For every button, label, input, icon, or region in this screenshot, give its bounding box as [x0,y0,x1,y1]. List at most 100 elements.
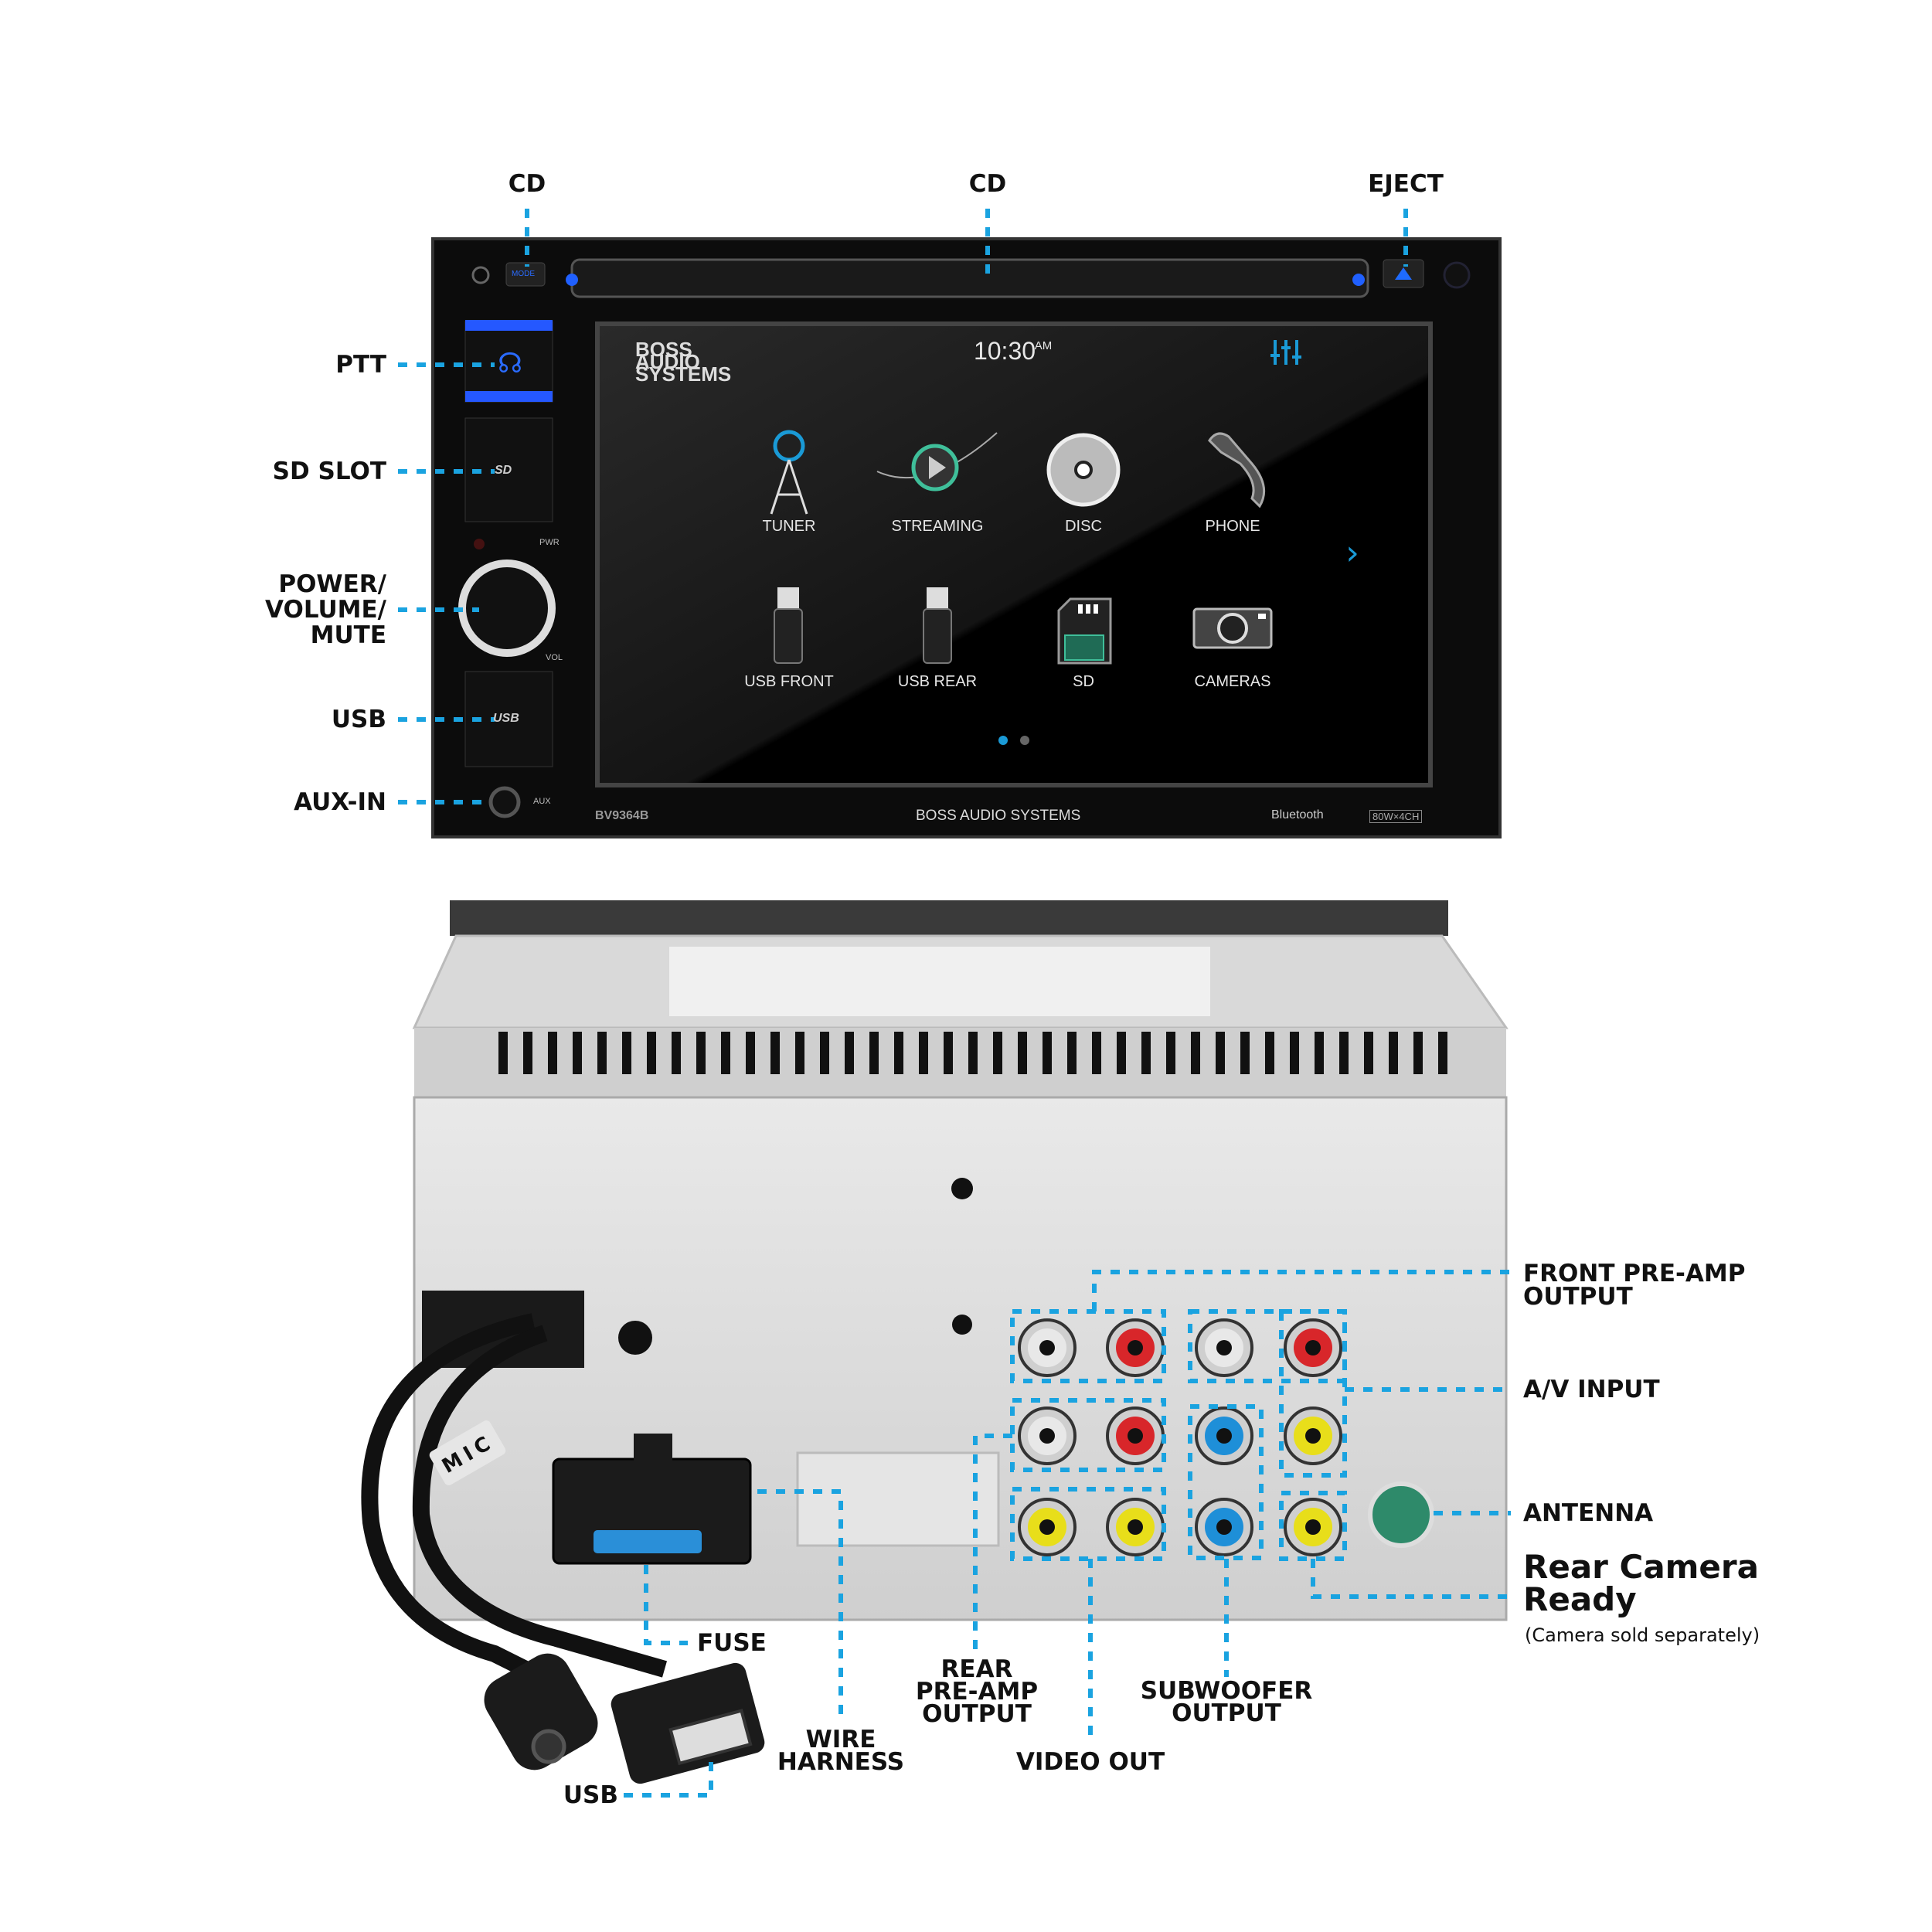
vent-slot [1315,1032,1324,1074]
cooling-vents [498,1032,1447,1074]
power-led [474,539,485,549]
voice-icon: ☊ [498,348,522,379]
play-stream-icon [876,432,998,492]
vent-slot [1389,1032,1398,1074]
vent-slot [993,1032,1002,1074]
page-dot-active[interactable] [998,736,1008,745]
callout-wire-harness: WIRE HARNESS [777,1726,905,1776]
vent-slot [894,1032,903,1074]
vent-slot [1092,1032,1101,1074]
vent-slot [573,1032,582,1074]
vent-slot [498,1032,508,1074]
touchscreen[interactable] [595,321,1433,787]
sd-card-icon [1057,597,1112,665]
callout-aux-in: AUX-IN [294,788,386,816]
rca-jack[interactable] [1039,1428,1055,1444]
vent-slot [622,1032,631,1074]
callout-subwoofer: SUBWOOFER OUTPUT [1140,1677,1313,1727]
model-number: BV9364B [595,809,649,822]
phone-icon [1208,432,1266,509]
vent-slot [1265,1032,1274,1074]
fuse [594,1530,702,1553]
rca-jack[interactable] [1216,1519,1232,1535]
callout-usb-front: USB [331,706,386,733]
callout-antenna: ANTENNA [1523,1499,1654,1527]
rca-jack[interactable] [1128,1519,1143,1535]
antenna-jack[interactable] [1368,1481,1434,1548]
app-phone[interactable]: PHONE [1205,518,1260,535]
rca-jack[interactable] [1305,1428,1321,1444]
vent-slot [795,1032,804,1074]
usb-female-plug[interactable] [609,1661,767,1786]
vent-slot [597,1032,607,1074]
usb-drive-icon [923,587,952,664]
rca-jack[interactable] [1128,1340,1143,1355]
mode-button[interactable] [505,262,546,287]
callout-av-input: A/V INPUT [1523,1376,1660,1403]
callout-ptt: PTT [335,351,386,379]
app-usb-rear[interactable]: USB REAR [897,673,978,690]
callout-cd-mode: CD [508,170,546,198]
rear-chassis: MIC [361,900,1509,1786]
antenna-tower-icon [770,430,808,515]
rca-jack[interactable] [1305,1340,1321,1355]
vent-slot [1339,1032,1349,1074]
rca-jacks [1018,1318,1342,1556]
callout-front-preamp: FRONT PRE-AMP OUTPUT [1523,1260,1746,1311]
callout-rear-camera: Rear Camera Ready [1523,1548,1759,1618]
callout-fuse: FUSE [697,1629,767,1657]
vent-slot [919,1032,928,1074]
rca-jack[interactable] [1039,1340,1055,1355]
app-cameras[interactable]: CAMERAS [1194,673,1271,690]
vent-slot [1191,1032,1200,1074]
app-disc[interactable]: DISC [1065,518,1102,535]
vent-slot [746,1032,755,1074]
callout-sd-slot: SD SLOT [272,457,386,485]
pwr-label: PWR [539,538,560,547]
vol-label: VOL [546,653,563,662]
callout-rear-camera-note: (Camera sold separately) [1525,1624,1760,1646]
vent-slot [647,1032,656,1074]
app-tuner[interactable]: TUNER [762,518,816,535]
aux-label: AUX [533,797,551,806]
cd-slot[interactable] [570,258,1369,298]
app-sd[interactable]: SD [1073,673,1094,690]
callout-cd-slot: CD [968,170,1007,198]
leader-lines [398,209,1511,1798]
faceplate-brand: BOSS AUDIO SYSTEMS [916,808,1081,824]
rca-jack[interactable] [1216,1428,1232,1444]
cd-led-right [1352,274,1365,286]
bluetooth-label: Bluetooth [1271,808,1324,821]
vent-slot [770,1032,780,1074]
mic-tag [429,1420,506,1485]
reset-hole [471,266,490,284]
clock-time: 10:30 [973,337,1036,365]
aux-jack[interactable] [488,786,521,818]
vent-slot [845,1032,854,1074]
next-page-chevron-icon[interactable]: › [1345,533,1359,573]
vent-slot [869,1032,879,1074]
app-streaming[interactable]: STREAMING [891,518,984,535]
app-usb-front[interactable]: USB FRONT [744,673,834,690]
mode-button-label[interactable]: MODE [512,270,535,278]
rca-jack[interactable] [1216,1340,1232,1355]
vent-slot [1043,1032,1052,1074]
vent-slot [1240,1032,1250,1074]
equalizer-icon[interactable] [1270,340,1301,365]
eject-icon [1395,267,1412,280]
vent-slot [721,1032,730,1074]
vent-slot [1290,1032,1299,1074]
usb-cable [412,1325,668,1678]
callout-usb-cable: USB [563,1781,618,1809]
camera-icon [1192,607,1273,649]
rca-jack[interactable] [1128,1428,1143,1444]
callout-rear-preamp: REAR PRE-AMP OUTPUT [915,1655,1039,1728]
screen-logo: BOSS AUDIO SYSTEMS [635,338,732,386]
rca-jack[interactable] [1305,1519,1321,1535]
power-rating: 80W×4CH [1369,810,1423,823]
rca-jack[interactable] [1039,1519,1055,1535]
vent-slot [1141,1032,1151,1074]
page-dot[interactable] [1020,736,1029,745]
